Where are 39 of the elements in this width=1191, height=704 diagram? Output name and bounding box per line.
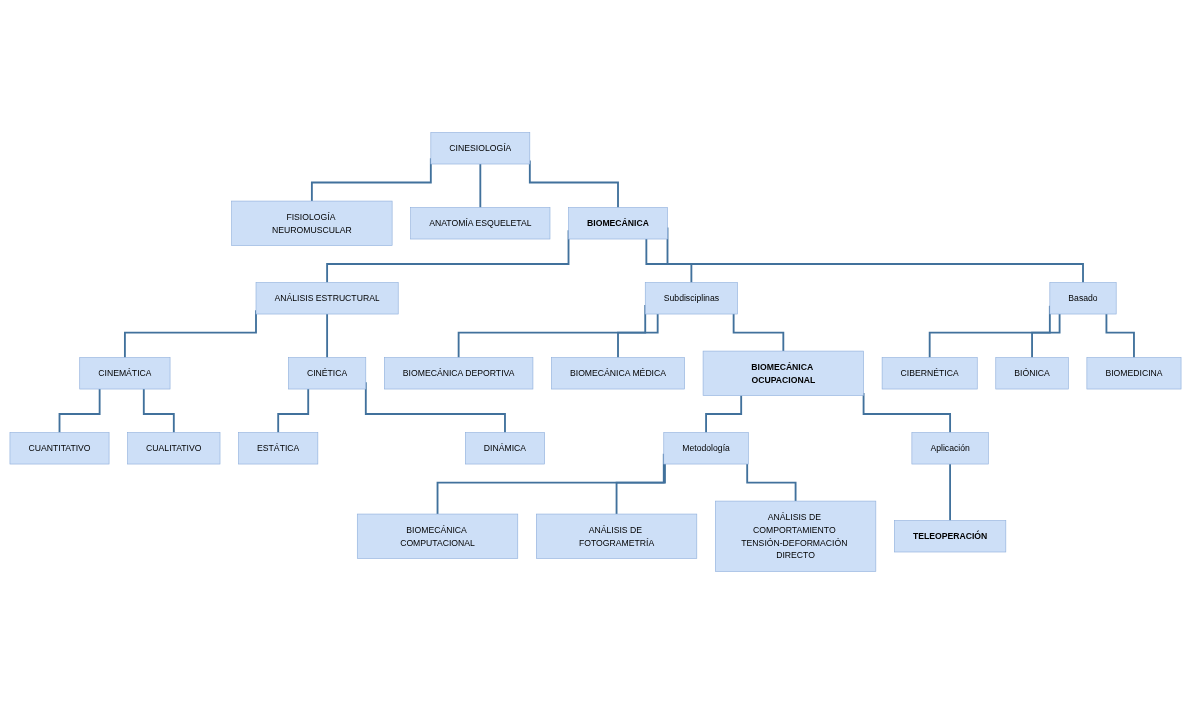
node-box: BIÓNICA <box>995 357 1069 390</box>
connector <box>142 388 175 434</box>
node-box: Basado <box>1049 282 1117 315</box>
connector <box>615 463 666 515</box>
node-box: ANÁLISIS ESTRUCTURAL <box>255 282 399 315</box>
node-box: BIOMECÁNICA OCUPACIONAL <box>702 350 864 396</box>
node-box: Subdisciplinas <box>644 282 738 315</box>
node-box: TELEOPERACIÓN <box>894 520 1007 553</box>
connector <box>58 388 101 434</box>
node-box: BIOMECÁNICA COMPUTACIONAL <box>356 513 519 559</box>
node-box: CINEMÁTICA <box>79 357 171 390</box>
node-box: BIOMEDICINA <box>1086 357 1182 390</box>
node-box: Aplicación <box>911 432 989 465</box>
node-box: BIOMECÁNICA DEPORTIVA <box>384 357 534 390</box>
node-box: CIBERNÉTICA <box>881 357 978 390</box>
connector <box>949 463 952 522</box>
connector <box>705 394 743 434</box>
node-box: CINESIOLOGÍA <box>430 132 531 165</box>
node-box: Metodología <box>663 432 749 465</box>
node-box: DINÁMICA <box>465 432 545 465</box>
connector <box>746 463 797 502</box>
node-box: ESTÁTICA <box>238 432 319 465</box>
node-box: BIOMECÁNICA MÉDICA <box>551 357 685 390</box>
node-box: ANATOMÍA ESQUELETAL <box>410 207 551 240</box>
connector <box>326 313 329 359</box>
connector <box>732 313 785 352</box>
node-box: FISIOLOGÍA NEUROMUSCULAR <box>231 200 393 246</box>
connector <box>277 388 310 434</box>
connector <box>1031 313 1061 359</box>
node-box: CUANTITATIVO <box>9 432 110 465</box>
connector <box>645 238 693 284</box>
node-box: CINÉTICA <box>288 357 367 390</box>
connector <box>479 163 482 209</box>
node-box: CUALITATIVO <box>127 432 221 465</box>
connector <box>1105 313 1135 359</box>
node-box: ANÁLISIS DE COMPORTAMIENTO TENSIÓN-DEFORMACIÓN DIRECTO <box>715 500 877 572</box>
node-box: ANÁLISIS DE FOTOGRAMETRÍA <box>536 513 698 559</box>
connector <box>617 313 659 359</box>
node-box: BIOMECÁNICA <box>568 207 668 240</box>
